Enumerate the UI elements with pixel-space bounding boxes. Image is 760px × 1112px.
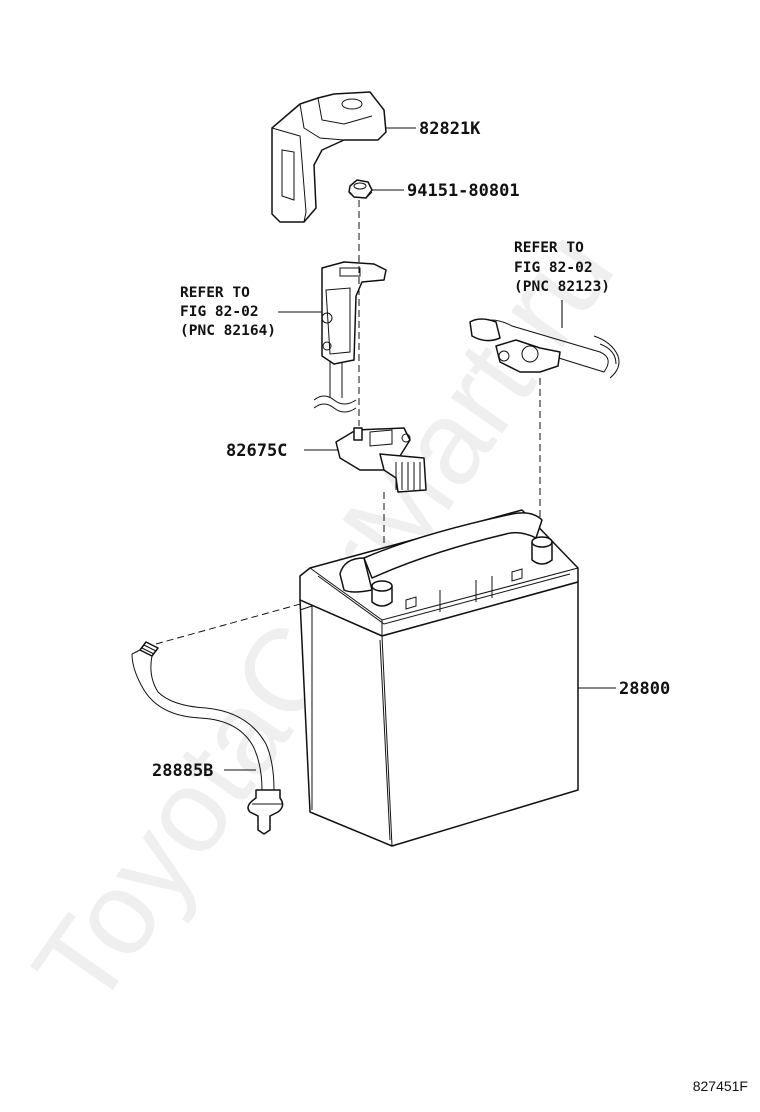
battery-illustration	[299, 509, 579, 847]
refer-right-line2[interactable]: FIG 82-02	[514, 260, 593, 276]
vent-hose-illustration	[131, 641, 284, 835]
positive-terminal-clamp-illustration	[469, 318, 620, 379]
part-label-82821k[interactable]: 82821K	[419, 119, 481, 139]
refer-left-line1: REFER TO	[180, 285, 250, 301]
nut-illustration	[348, 179, 373, 199]
current-sensor-illustration	[335, 427, 427, 493]
part-label-94151-80801[interactable]: 94151-80801	[407, 181, 520, 201]
part-label-82675c[interactable]: 82675C	[226, 441, 287, 461]
part-label-28800[interactable]: 28800	[619, 679, 670, 699]
figure-id: 827451F	[693, 1078, 748, 1094]
refer-left-line2[interactable]: FIG 82-02	[180, 304, 259, 320]
alignment-line-hose	[155, 597, 323, 645]
terminal-cover-illustration	[271, 91, 387, 223]
part-label-28885b[interactable]: 28885B	[152, 761, 213, 781]
negative-terminal-clamp-illustration	[313, 261, 387, 413]
refer-right-line3[interactable]: (PNC 82123)	[514, 279, 610, 295]
refer-left-line3[interactable]: (PNC 82164)	[180, 323, 276, 339]
refer-right-line1: REFER TO	[514, 240, 584, 256]
